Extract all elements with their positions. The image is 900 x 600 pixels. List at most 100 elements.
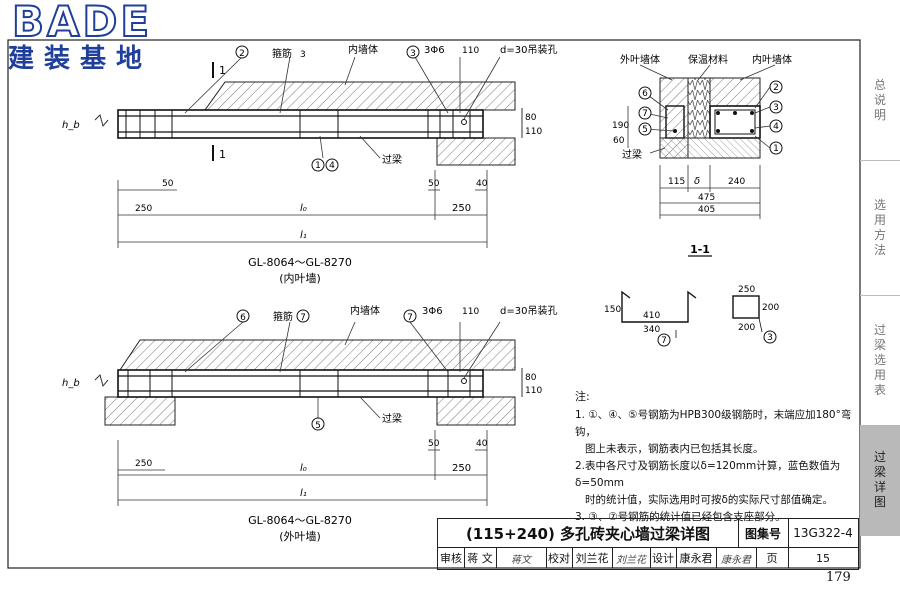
sec-outer-wall: 外叶墙体: [620, 53, 660, 66]
sec-dim-190: 190: [612, 121, 629, 131]
note-line: 2.表中各尺寸及钢筋长度以δ=120mm计算，蓝色数值为δ=50mm: [575, 460, 841, 489]
bot-dim-110: 110: [462, 307, 479, 317]
note-line: 时的统计值，实际选用时可按δ的实际尺寸部值确定。: [585, 494, 833, 506]
sidebar-char: 用: [873, 367, 886, 382]
sec-callout-3: 3: [773, 103, 779, 113]
review-label: 审核: [438, 548, 465, 568]
bar7-dim-410: 410: [643, 311, 660, 321]
sidebar-char: 用: [873, 212, 886, 227]
notes-block: 注: 1. ①、④、⑤号钢筋为HPB300级钢筋时，末端应加180°弯钩， 图上…: [575, 388, 860, 526]
bar3-num: 3: [767, 333, 773, 343]
insulation-layer: [687, 77, 711, 139]
page-number: 179: [826, 570, 851, 585]
sidebar-char: 法: [873, 242, 886, 257]
support-left-bottom: [104, 396, 176, 426]
bot-dim-250b: 250: [452, 463, 471, 474]
sidebar-char: 选: [873, 197, 886, 212]
design-label: 设计: [650, 548, 677, 568]
note-line: 图上未表示，钢筋表内已包括其长度。: [585, 443, 764, 455]
bar3-dim-250: 250: [738, 285, 755, 295]
sec-dim-delta: δ: [694, 176, 700, 187]
top-dim-80: 80: [525, 113, 537, 123]
sidebar-char: 方: [873, 227, 886, 242]
top-dim-hb: h_b: [62, 120, 80, 131]
designer-name: 康永君: [676, 548, 717, 568]
sidebar-item-lintel-detail[interactable]: 过梁详图: [860, 425, 900, 536]
title-block: (115+240) 多孔砖夹心墙过梁详图 图集号 13G322-4 审核 蒋 文…: [437, 518, 859, 570]
support-right-top: [436, 137, 516, 166]
sec-insulation: 保温材料: [688, 53, 728, 66]
bot-bars-label: 3Φ6: [422, 306, 443, 317]
logo-brand: BADE: [11, 0, 153, 46]
page-value: 15: [816, 551, 830, 565]
sidebar-item-selection-method[interactable]: 选用方法: [860, 160, 900, 296]
top-wall-label: 内墙体: [348, 43, 378, 56]
top-dim-l0: l₀: [300, 203, 307, 214]
bot-lintel-label: 过梁: [382, 412, 402, 425]
top-dim-l1: l₁: [300, 230, 307, 241]
top-elevation: [94, 45, 523, 248]
sec-callout-6: 6: [642, 89, 648, 99]
note-line: 3. ③、⑦号钢筋的统计值已经包含支座部分。: [575, 511, 786, 523]
logo-subtitle: 建装基地: [8, 44, 153, 74]
check-label: 校对: [546, 548, 573, 568]
bot-dim-80: 80: [525, 373, 537, 383]
bot-dim-l1: l₁: [300, 488, 307, 499]
sec-lintel: 过梁: [622, 148, 642, 161]
sidebar-char: 详: [873, 480, 886, 494]
sidebar-item-general-notes[interactable]: 总说明: [860, 40, 900, 161]
bot-hole-label: d=30吊装孔: [500, 304, 557, 317]
sidebar-char: 总: [873, 77, 886, 92]
sidebar-char: 图: [873, 495, 886, 509]
atlas-value: 13G322-4: [793, 526, 853, 540]
sec-dim-60: 60: [613, 136, 625, 146]
notes-heading: 注:: [575, 390, 590, 403]
top-bars-label: 3Φ6: [424, 45, 445, 56]
bot-callout-7: 7: [300, 313, 306, 323]
bot-callout-5: 5: [315, 421, 321, 431]
top-dim-50b: 50: [428, 179, 440, 189]
top-caption-line1: GL-8064～GL-8270: [248, 256, 352, 269]
section-1-1: [627, 64, 783, 257]
top-lintel-label: 过梁: [382, 153, 402, 166]
bar-7-shape: [621, 290, 697, 323]
sidebar-item-lintel-table[interactable]: 过梁选用表: [860, 295, 900, 426]
sec-callout-1: 1: [773, 144, 779, 154]
bot-callout-6: 6: [240, 313, 246, 323]
top-dim-250b: 250: [452, 203, 471, 214]
top-caption-line2: (内叶墙): [279, 271, 321, 285]
top-stirrup-label: 箍筋: [272, 47, 292, 60]
inner-wall-hatch-bottom: [119, 339, 516, 371]
bar-3-mark: [763, 330, 777, 344]
bar-7-mark: [657, 333, 671, 347]
bot-dim-40: 40: [476, 439, 488, 449]
sidebar-char: 表: [873, 382, 886, 397]
sidebar-char: 过: [873, 450, 886, 464]
sec-dim-115: 115: [668, 177, 685, 187]
bot-dim-110v: 110: [525, 386, 542, 396]
drawing-title: (115+240) 多孔砖夹心墙过梁详图: [438, 519, 739, 547]
bot-callout-7b: 7: [407, 313, 413, 323]
bot-dim-250a: 250: [135, 459, 152, 469]
top-dim-50a: 50: [162, 179, 174, 189]
sidebar-char: 梁: [873, 337, 886, 352]
sidebar-char: 明: [873, 107, 886, 122]
bar7-dim-340: 340: [643, 325, 660, 335]
support-right-bottom: [436, 396, 516, 426]
atlas-label: 图集号: [738, 519, 789, 547]
top-callout-4: 4: [329, 161, 335, 171]
note-line: 1. ①、④、⑤号钢筋为HPB300级钢筋时，末端应加180°弯钩，: [575, 409, 852, 438]
bar-3-shape: [732, 295, 760, 319]
sidebar: 总说明 选用方法 过梁选用表 过梁详图: [860, 40, 900, 570]
page-label: 页: [756, 548, 789, 568]
brand-logo: BADE 建装基地: [8, 0, 178, 80]
top-callout-1: 1: [315, 161, 321, 171]
lintel-section: [709, 105, 761, 139]
top-sec-mark-b: 1: [219, 148, 226, 161]
sidebar-char: 梁: [873, 465, 886, 479]
bot-dim-50: 50: [428, 439, 440, 449]
bot-wall-label: 内墙体: [350, 304, 380, 317]
bar7-num: 7: [661, 336, 667, 346]
sidebar-char: 过: [873, 322, 886, 337]
